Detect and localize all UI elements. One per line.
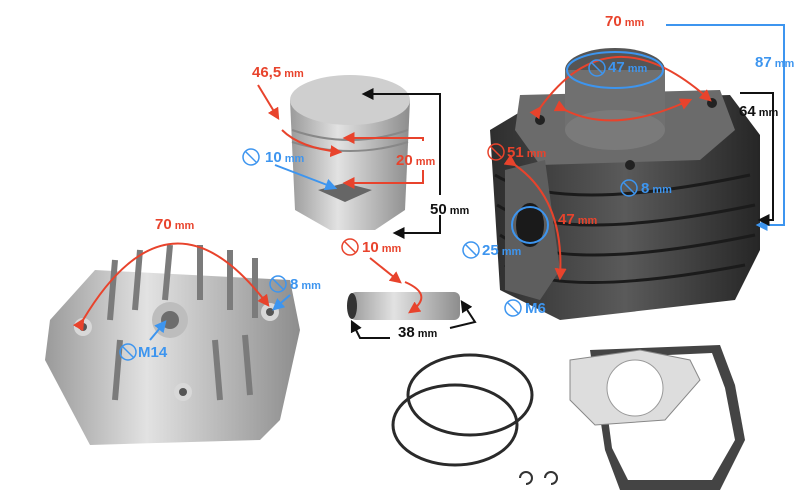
dim-unit: mm xyxy=(174,220,195,232)
dim-value: 8 xyxy=(641,180,650,197)
dim-unit: mm xyxy=(449,205,470,217)
dim-spark-plug-thread: M14 xyxy=(138,345,167,360)
piston-pin xyxy=(347,292,460,320)
dim-value: 47 xyxy=(608,59,625,76)
dim-unit: mm xyxy=(301,280,321,292)
circlips xyxy=(519,471,558,485)
dim-value: 51 xyxy=(507,144,524,161)
dim-value: 70 xyxy=(605,13,622,30)
piston-rings xyxy=(391,353,534,467)
dim-unit: mm xyxy=(758,107,779,119)
dim-value: 47 xyxy=(558,211,575,228)
dim-unit: mm xyxy=(417,328,438,340)
dim-unit: mm xyxy=(624,17,645,29)
dim-unit: mm xyxy=(627,63,648,75)
dim-unit: mm xyxy=(381,243,402,255)
dim-value: 20 xyxy=(396,152,413,169)
dim-unit: mm xyxy=(577,215,598,227)
dim-value: M14 xyxy=(138,344,168,361)
dim-unit: mm xyxy=(501,246,522,258)
dim-value: 70 xyxy=(155,216,172,233)
dim-unit: mm xyxy=(284,153,305,165)
dim-value: 87 xyxy=(755,54,772,71)
dim-unit: mm xyxy=(284,68,304,80)
gaskets xyxy=(569,345,745,490)
dim-value: 46,5 xyxy=(252,64,282,81)
dim-value: 8 xyxy=(290,276,299,293)
dim-value: M6 xyxy=(525,300,546,317)
dim-thread: M6 xyxy=(525,301,546,316)
dim-unit: mm xyxy=(415,156,436,168)
dim-value: 50 xyxy=(430,201,447,218)
dim-value: 10 xyxy=(362,239,379,256)
dim-value: 38 xyxy=(398,324,415,341)
dim-value: 10 xyxy=(265,149,282,166)
dim-value: 64 xyxy=(739,103,756,120)
cylinder-head xyxy=(45,244,300,445)
dim-unit: mm xyxy=(526,148,547,160)
dim-value: 25 xyxy=(482,242,499,259)
dim-unit: mm xyxy=(652,184,672,196)
dim-unit: mm xyxy=(774,58,795,70)
piston xyxy=(290,75,410,230)
